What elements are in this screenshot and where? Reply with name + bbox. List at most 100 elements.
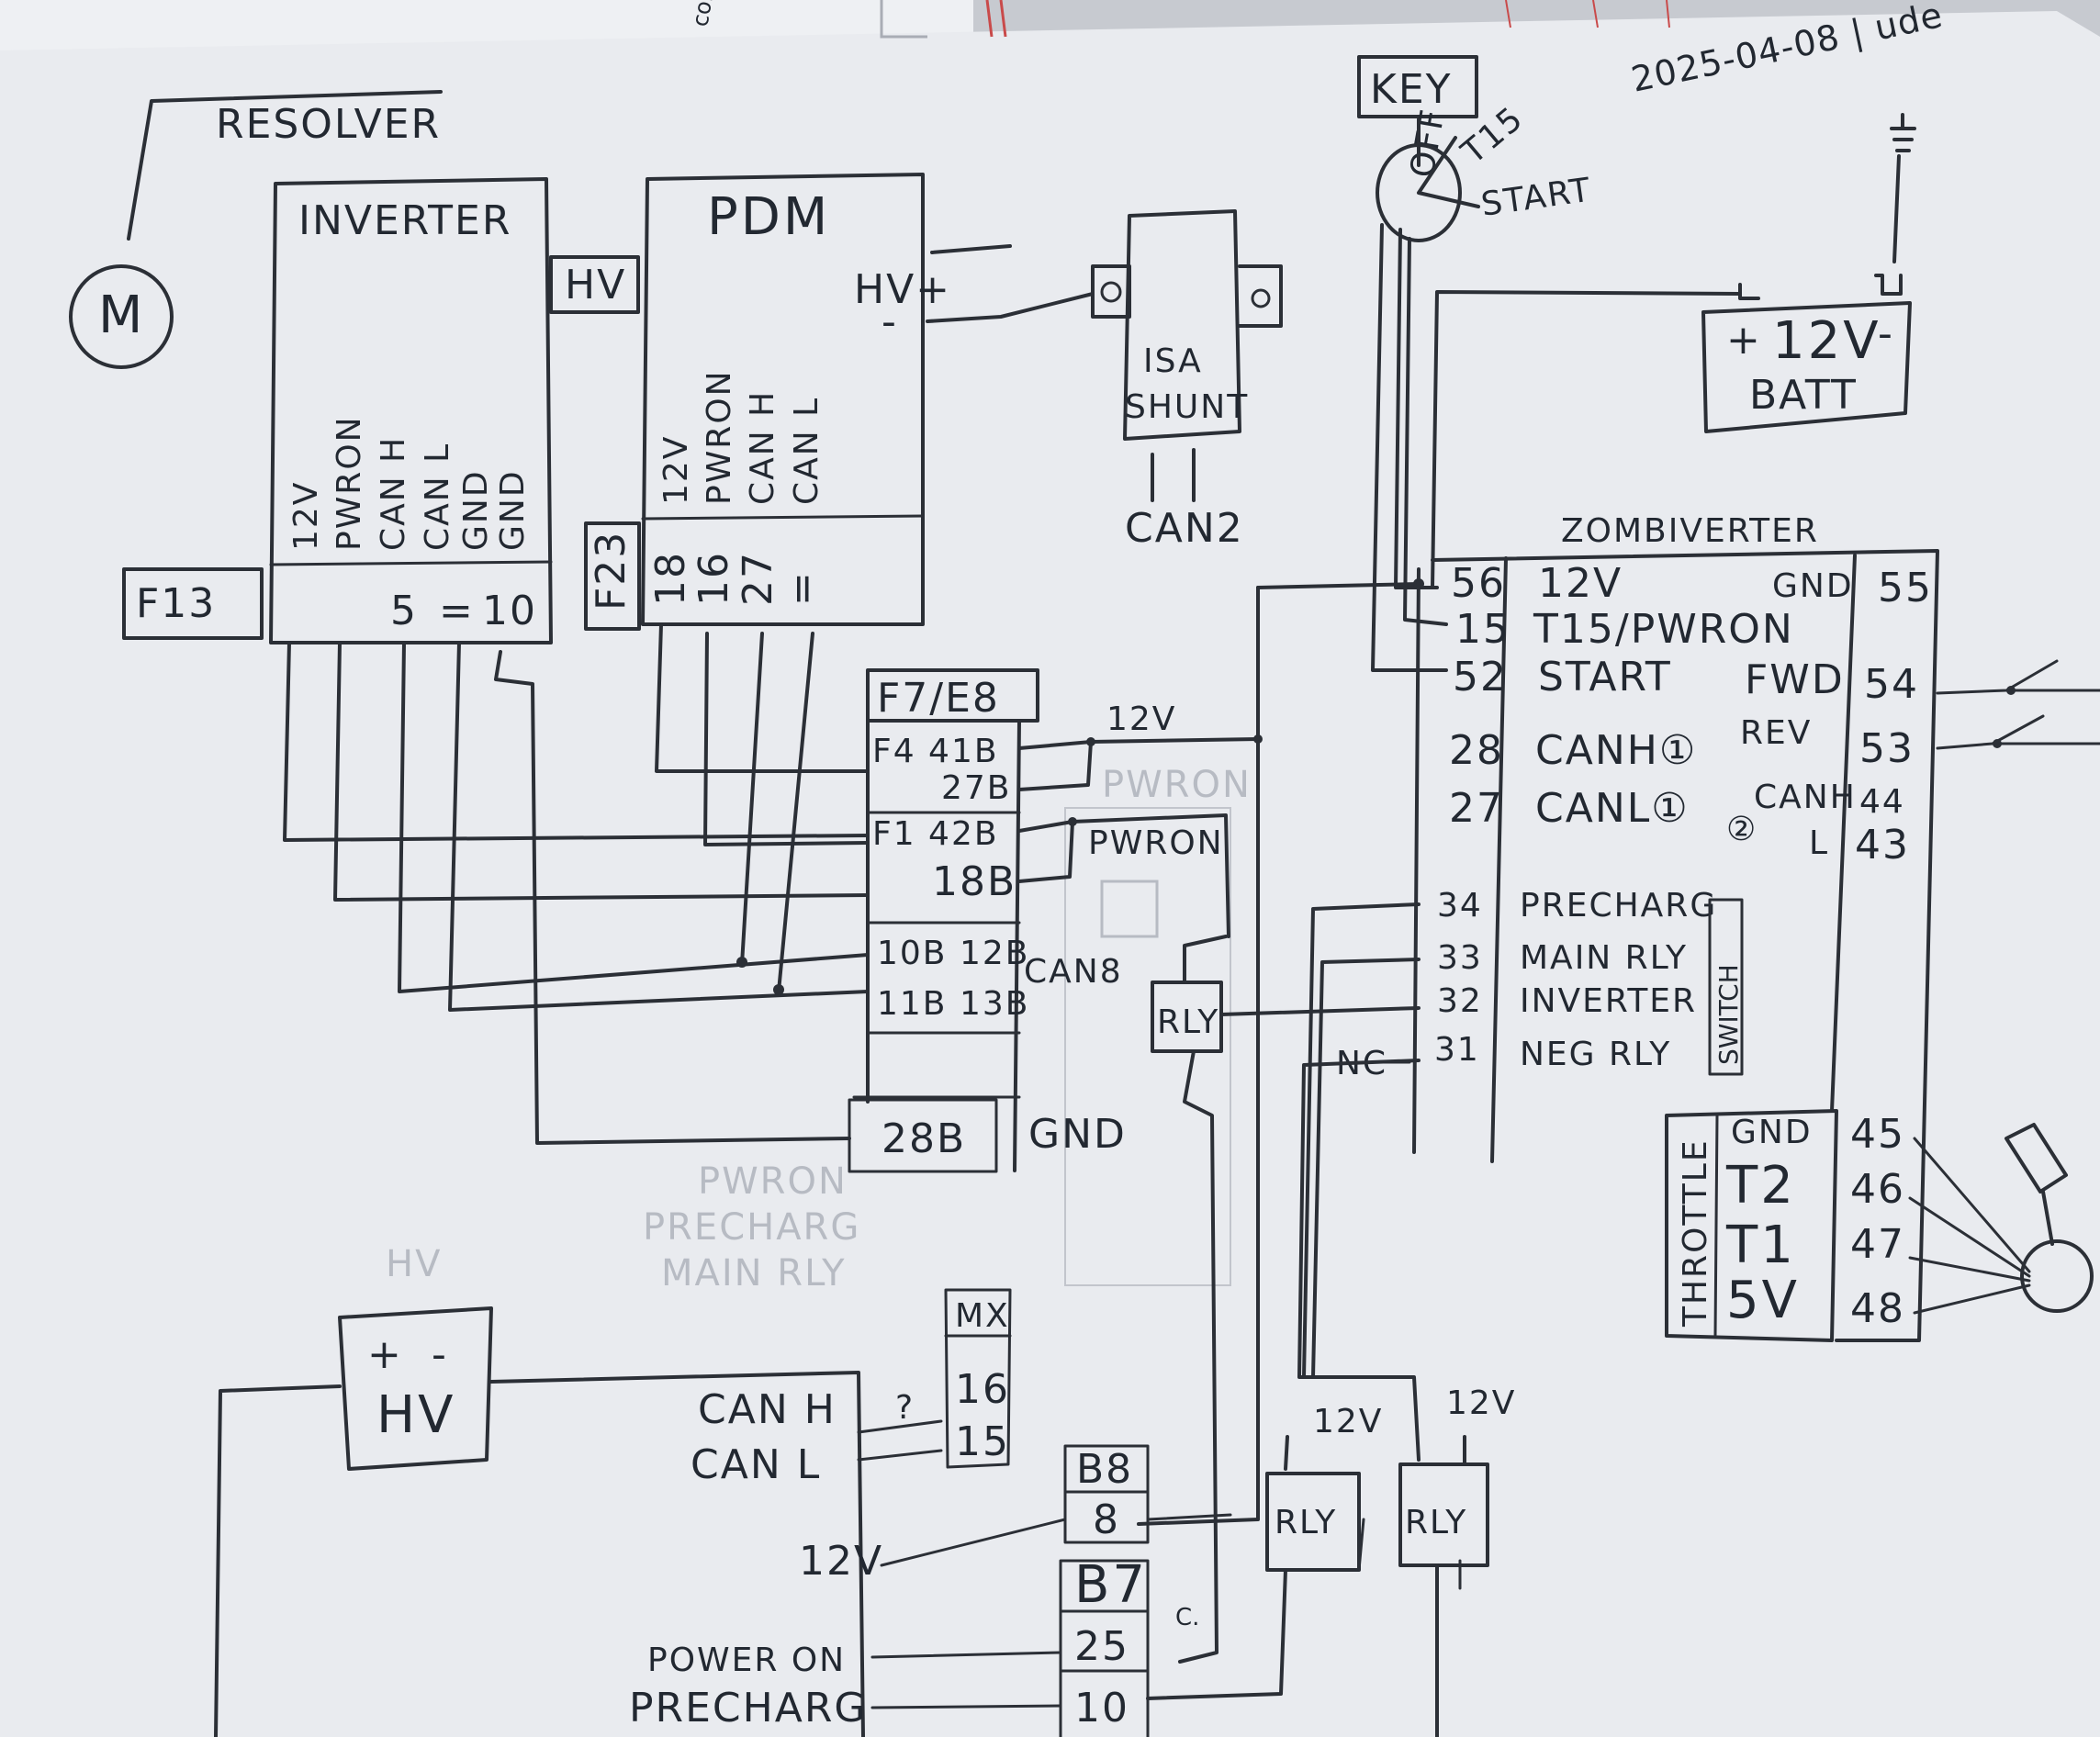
zv-rpin-name: REV: [1740, 714, 1812, 752]
battery-minus: -: [1878, 310, 1894, 357]
f7e8-row-f1-42b: F1 42B: [872, 815, 999, 853]
zv-rpin-num: 44: [1859, 783, 1905, 821]
zombiverter-left-pins: 56 12V 15 T15/PWRON 52 START 28 CANH① 27…: [1434, 560, 1794, 1073]
zv-pin-num: 56: [1451, 560, 1506, 607]
hv-battery: + - HV: [214, 1306, 865, 1737]
bms-12v: 12V: [799, 1538, 883, 1585]
inverter-pin-canh: CAN H: [375, 436, 412, 551]
f7e8-row-28b: 28B: [882, 1115, 966, 1162]
zv-switch-label: SWITCH: [1713, 964, 1744, 1065]
zv-pin-num: 31: [1434, 1031, 1480, 1069]
connector-f7e8: F7/E8 F4 41B 27B F1 42B 18B 10B 12B 11B …: [848, 668, 1224, 1173]
b7-c-label: C.: [1175, 1604, 1199, 1631]
inverter-pin-12v: 12V: [287, 481, 325, 551]
pdm-pin-pwron: PWRON: [701, 369, 738, 505]
f7e8-title: F7/E8: [877, 675, 1000, 722]
inverter-title: INVERTER: [298, 197, 511, 244]
hv-battery-minus: -: [432, 1331, 448, 1378]
f7e8-row-10b-12b: 10B 12B: [877, 935, 1029, 972]
relay-1-label: RLY: [1157, 1003, 1219, 1041]
throttle-pin-name: T1: [1725, 1216, 1796, 1275]
zombiverter-right-pins: GND 55 FWD 54 REV 53 CANH 44 L 43 ②: [1726, 565, 1933, 868]
throttle-pin-num: 46: [1850, 1166, 1905, 1213]
zv-rpin-num: 55: [1878, 565, 1933, 611]
resolver-label: RESOLVER: [216, 101, 441, 148]
throttle-pin-name: T2: [1725, 1156, 1796, 1216]
zv-rpin-name: GND: [1772, 567, 1854, 605]
pdm-hv-plus: HV+: [854, 266, 951, 313]
inverter-block: INVERTER F13 12V PWRON CAN H CAN L GND G…: [122, 177, 553, 644]
zv-rpin-num: 54: [1864, 661, 1919, 708]
zv-pin-name: CANH①: [1535, 727, 1697, 774]
resolver-wire: [127, 90, 443, 241]
f7e8-label-12v: 12V: [1106, 700, 1176, 738]
mx-title: MX: [955, 1297, 1010, 1335]
relay-2-label: RLY: [1275, 1504, 1337, 1541]
pdm-pin-canl: CAN L: [788, 397, 825, 505]
svg-text:PRECHARG: PRECHARG: [643, 1206, 860, 1249]
throttle-pin-num: 47: [1850, 1221, 1905, 1268]
zv-rpin-name: L: [1809, 824, 1829, 862]
throttle-pin-name: 5V: [1726, 1271, 1800, 1330]
zombiverter-block: ZOMBIVERTER 56 12V 15 T15/PWRON 52 START…: [1336, 512, 2100, 1342]
zv-pin-name: START: [1538, 654, 1672, 700]
f7e8-row-11b-13b: 11B 13B: [877, 985, 1029, 1023]
zv-rpin-name: FWD: [1745, 656, 1845, 703]
zv-pin-num: 34: [1437, 887, 1483, 925]
zv-pin-name: PRECHARG: [1520, 887, 1717, 925]
mx-pin-15: 15: [955, 1418, 1010, 1465]
zv-pin-name: MAIN RLY: [1520, 939, 1688, 977]
zv-rpin-num: 43: [1855, 822, 1910, 868]
zv-pin-num: 32: [1437, 982, 1483, 1020]
zv-pin-name: T15/PWRON: [1533, 606, 1794, 653]
relay-main: RLY 12V: [1146, 1403, 1383, 1700]
bms-power-on: POWER ON: [647, 1642, 846, 1679]
f7e8-label-pwron: PWRON: [1088, 824, 1224, 862]
pdm-hv-minus: -: [882, 298, 898, 345]
zv-pin-num: 15: [1455, 606, 1510, 653]
shunt-label-shunt: SHUNT: [1125, 388, 1249, 426]
hv-link-label: HV: [565, 262, 626, 308]
isa-shunt: ISA SHUNT CAN2: [926, 209, 1283, 552]
zv-pin-num: 33: [1437, 939, 1483, 977]
shunt-label-isa: ISA: [1143, 342, 1203, 380]
motor-label: M: [98, 286, 145, 345]
f7e8-row-27b: 27B: [941, 769, 1012, 807]
b8-pin-8: 8: [1093, 1496, 1120, 1543]
zv-can2-marker: ②: [1726, 811, 1757, 848]
pdm-fuse: F23: [588, 531, 634, 611]
inverter-pin-gnd-1: GND: [457, 469, 495, 551]
relay-inverter: RLY: [1151, 981, 1223, 1053]
svg-text:PWRON: PWRON: [698, 1160, 848, 1203]
battery-12v-label: 12V: [1772, 311, 1881, 371]
zv-pin-num: 52: [1453, 654, 1508, 700]
throttle-pin-num: 45: [1850, 1111, 1905, 1158]
key-label: KEY: [1370, 66, 1453, 113]
relay-3-supply: 12V: [1446, 1384, 1516, 1422]
hv-link-box: [549, 255, 640, 314]
bleed-through: PWRON PWRON PRECHARG MAIN RLY HV: [386, 764, 1250, 1294]
b7-title: B7: [1074, 1555, 1148, 1615]
svg-text:HV: HV: [386, 1243, 442, 1285]
zv-rpin-name: CANH: [1754, 779, 1857, 816]
throttle-pedal-icon: [2020, 1239, 2094, 1313]
shunt-can: CAN2: [1125, 505, 1244, 552]
relay-2-supply: 12V: [1313, 1403, 1383, 1440]
bms-precharg: PRECHARG: [629, 1685, 867, 1731]
mx-question: ?: [895, 1389, 915, 1427]
inverter-pin-num-10: 10: [482, 588, 537, 634]
inverter-pin-canl: CAN L: [419, 443, 456, 551]
inverter-pin-gnd-2: GND: [494, 469, 532, 551]
f7e8-row-f4-41b: F4 41B: [872, 733, 999, 770]
bms-canl: CAN L: [691, 1441, 821, 1488]
throttle-label: THROTTLE: [1677, 1138, 1714, 1328]
connector-b7: B7 25 10 C.: [870, 1555, 1199, 1737]
bms-canh: CAN H: [698, 1386, 837, 1433]
svg-text:MAIN RLY: MAIN RLY: [661, 1252, 847, 1294]
zv-pin-name: NEG RLY: [1520, 1036, 1671, 1073]
mx-pin-16: 16: [955, 1366, 1010, 1413]
b7-pin-10: 10: [1074, 1685, 1129, 1731]
relay-neg: RLY 12V: [1398, 1384, 1516, 1737]
zv-pin-name: INVERTER: [1520, 982, 1697, 1020]
